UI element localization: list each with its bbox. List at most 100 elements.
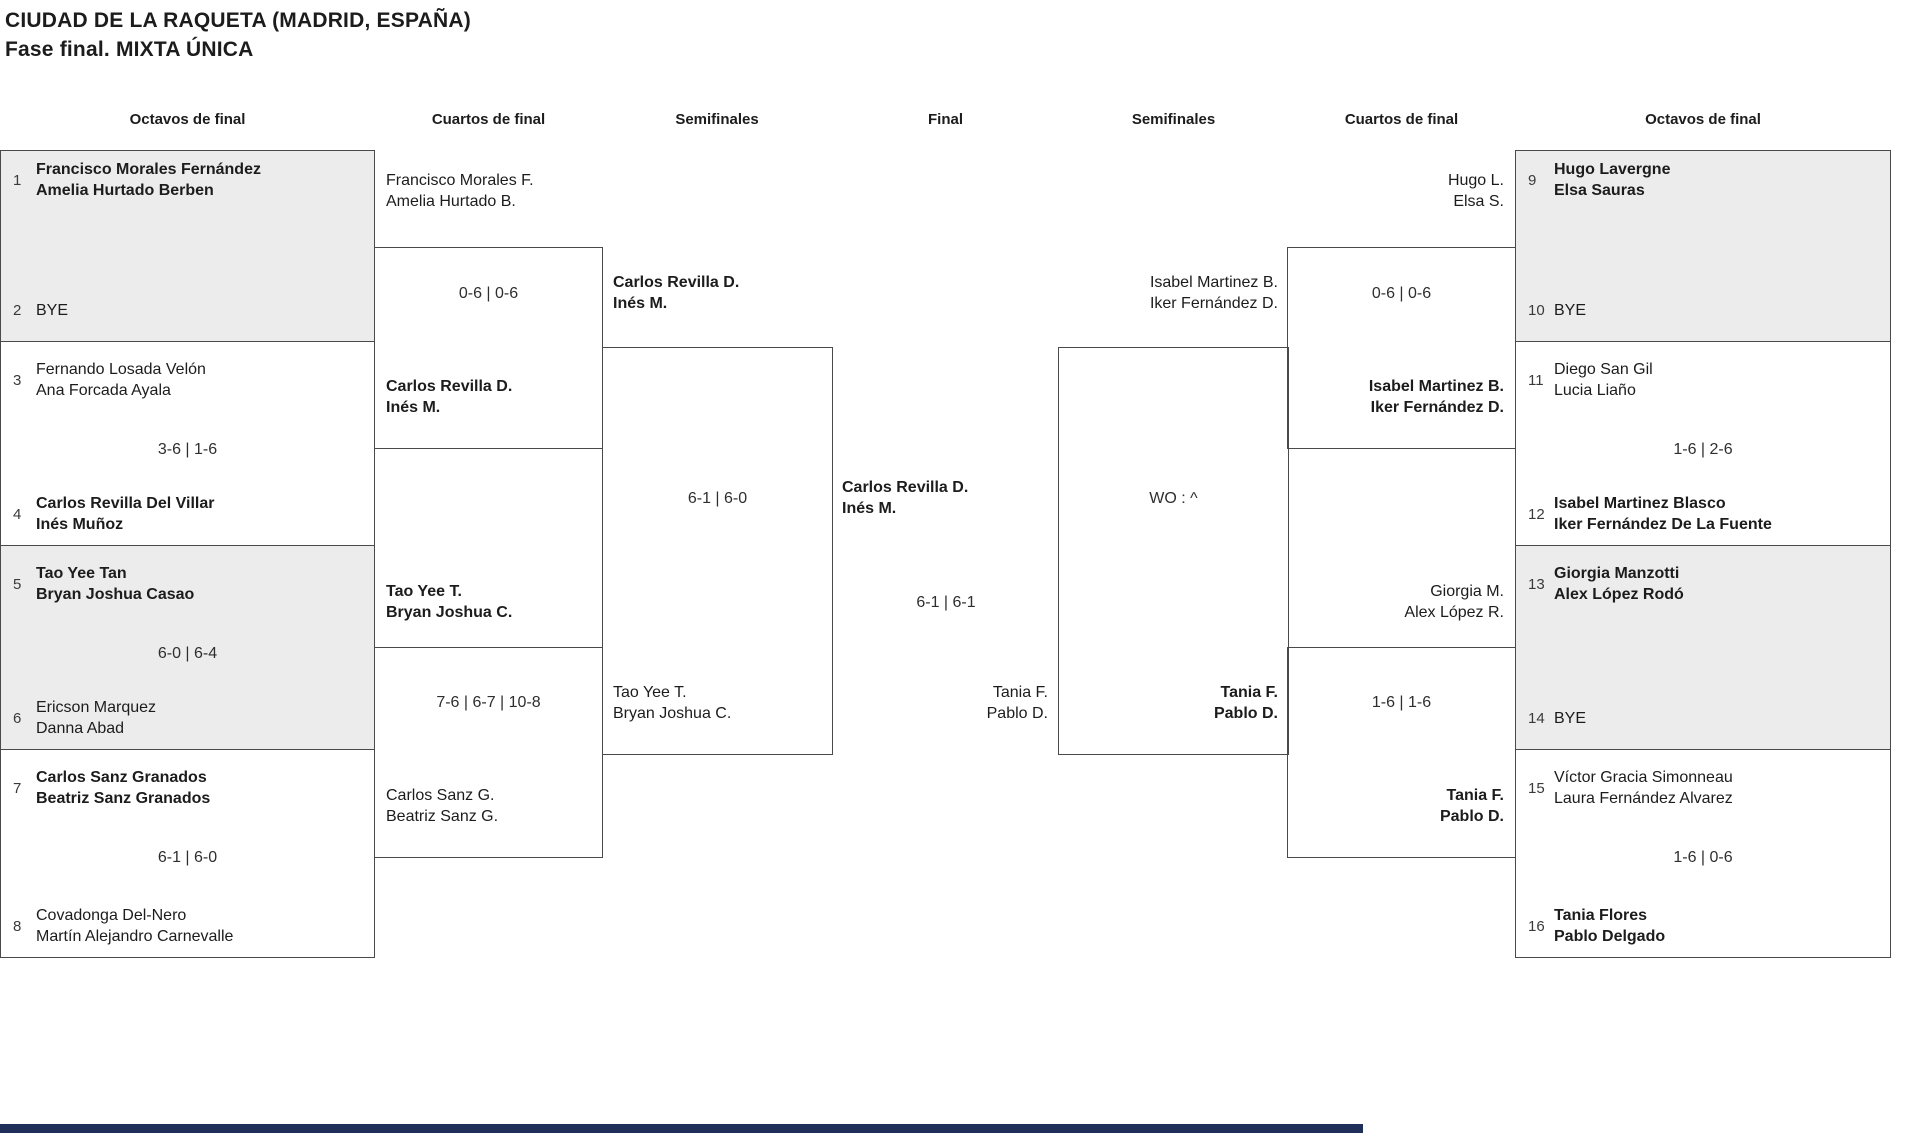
team-name: Danna Abad (36, 720, 125, 737)
team-entry: 5 Tao Yee Tan Bryan Joshua Casao (1, 563, 374, 605)
round-header-octavos-right: Octavos de final (1645, 111, 1761, 128)
team-name: Pablo D. (986, 705, 1048, 722)
team-entry-bye: 2 BYE (1, 300, 374, 321)
team-name: Inés M. (613, 295, 668, 312)
team-seed: 9 (1528, 171, 1537, 189)
team-entry-bye: 14 BYE (1516, 708, 1890, 729)
team-name: Giorgia Manzotti (1554, 565, 1680, 582)
team-entry: 8 Covadonga Del-Nero Martín Alejandro Ca… (1, 905, 374, 947)
team-name: Carlos Revilla D. (386, 378, 513, 395)
team-names: Giorgia Manzotti Alex López Rodó (1554, 563, 1684, 605)
bye-label: BYE (36, 302, 69, 319)
team-entry: 6 Ericson Marquez Danna Abad (1, 697, 374, 739)
team-entry: 3 Fernando Losada Velón Ana Forcada Ayal… (1, 359, 374, 401)
team-seed: 8 (13, 917, 22, 935)
match-score: 3-6 | 1-6 (157, 441, 218, 458)
team-name: Tania F. (1220, 684, 1279, 701)
team-seed: 11 (1528, 371, 1544, 389)
team-name: Martín Alejandro Carnevalle (36, 928, 234, 945)
team-name: Isabel Martinez Blasco (1554, 495, 1726, 512)
team-name: Iker Fernández D. (1370, 399, 1504, 416)
connector-box-sf-right (1058, 347, 1289, 755)
team-names: BYE (1554, 708, 1586, 729)
team-entry: 13 Giorgia Manzotti Alex López Rodó (1516, 563, 1890, 605)
final-winner: Carlos Revilla D. Inés M. (842, 477, 968, 519)
team-seed: 5 (13, 575, 22, 593)
match-box-r16-4: 7 Carlos Sanz Granados Beatriz Sanz Gran… (0, 749, 375, 958)
team-name: Fernando Losada Velón (36, 361, 206, 378)
team-name: Ana Forcada Ayala (36, 382, 171, 399)
team-name: Elsa S. (1453, 193, 1504, 210)
match-score: 6-0 | 6-4 (157, 645, 218, 662)
team-seed: 3 (13, 371, 22, 389)
qf-right-bottom-entrant: Giorgia M. Alex López R. (1404, 581, 1504, 623)
team-names: BYE (1554, 300, 1586, 321)
team-names: Diego San Gil Lucia Liaño (1554, 359, 1653, 401)
team-names: Carlos Sanz Granados Beatriz Sanz Granad… (36, 767, 210, 809)
team-name: Pablo Delgado (1554, 928, 1666, 945)
footer-bar (0, 1124, 1363, 1133)
match-box-r16-6: 11 Diego San Gil Lucia Liaño 1-6 | 2-6 1… (1515, 341, 1891, 546)
connector-box-sf-left (602, 347, 833, 755)
round-header-cuartos-right: Cuartos de final (1344, 111, 1459, 128)
team-seed: 6 (13, 709, 22, 727)
match-score: 6-1 | 6-0 (157, 849, 218, 866)
team-seed: 16 (1528, 917, 1545, 935)
team-name: Hugo Lavergne (1554, 161, 1671, 178)
team-name: Alex López Rodó (1554, 586, 1684, 603)
sf-left-bottom-entrant: Tao Yee T. Bryan Joshua C. (613, 682, 731, 724)
match-box-r16-5: 9 Hugo Lavergne Elsa Sauras 10 BYE (1515, 150, 1891, 342)
team-names: Isabel Martinez Blasco Iker Fernández De… (1554, 493, 1772, 535)
team-names: Ericson Marquez Danna Abad (36, 697, 156, 739)
team-seed: 15 (1528, 779, 1545, 797)
tournament-title: CIUDAD DE LA RAQUETA (MADRID, ESPAÑA) (5, 9, 471, 32)
team-name: Ericson Marquez (36, 699, 157, 716)
sf-right-top-entrant: Isabel Martinez B. Iker Fernández D. (1150, 272, 1278, 314)
team-names: Fernando Losada Velón Ana Forcada Ayala (36, 359, 206, 401)
team-entry: 9 Hugo Lavergne Elsa Sauras (1516, 159, 1890, 201)
team-name: Carlos Revilla D. (613, 274, 740, 291)
connector-box-qf-right-top (1287, 247, 1516, 449)
team-names: Carlos Revilla Del Villar Inés Muñoz (36, 493, 214, 535)
team-name: Inés Muñoz (36, 516, 124, 533)
team-name: Iker Fernández D. (1149, 295, 1278, 312)
team-name: Carlos Revilla D. (842, 479, 969, 496)
team-name: Hugo L. (1447, 172, 1504, 189)
team-names: BYE (36, 300, 68, 321)
round-header-semis-right: Semifinales (1131, 111, 1216, 128)
team-entry: 16 Tania Flores Pablo Delgado (1516, 905, 1890, 947)
team-name: Carlos Sanz G. (386, 787, 495, 804)
qf-left-bottom-loser: Carlos Sanz G. Beatriz Sanz G. (386, 785, 498, 827)
sf-right-bottom-entrant: Tania F. Pablo D. (1214, 682, 1278, 724)
team-name: Tania F. (992, 684, 1048, 701)
team-name: Francisco Morales Fernández (36, 161, 261, 178)
team-entry: 15 Víctor Gracia Simonneau Laura Fernánd… (1516, 767, 1890, 809)
match-score: 1-6 | 2-6 (1673, 441, 1733, 458)
qf-right-top-entrant: Hugo L. Elsa S. (1448, 170, 1504, 212)
team-name: Pablo D. (1213, 705, 1278, 722)
team-name: Covadonga Del-Nero (36, 907, 187, 924)
team-names: Hugo Lavergne Elsa Sauras (1554, 159, 1670, 201)
team-names: Tao Yee Tan Bryan Joshua Casao (36, 563, 194, 605)
team-name: Pablo D. (1439, 808, 1504, 825)
team-name: Tao Yee T. (613, 684, 687, 701)
match-score: 1-6 | 0-6 (1673, 849, 1733, 866)
qf-right-top-score: 0-6 | 0-6 (1371, 285, 1432, 302)
team-name: Alex López R. (1404, 604, 1504, 621)
team-name: Laura Fernández Alvarez (1554, 790, 1733, 807)
sf-right-score: WO : ^ (1149, 490, 1198, 507)
match-box-r16-1: 1 Francisco Morales Fernández Amelia Hur… (0, 150, 375, 342)
team-name: Isabel Martinez B. (1368, 378, 1504, 395)
match-box-r16-2: 3 Fernando Losada Velón Ana Forcada Ayal… (0, 341, 375, 546)
team-name: Tao Yee T. (386, 583, 462, 600)
team-seed: 14 (1528, 710, 1545, 727)
team-name: Beatriz Sanz Granados (36, 790, 211, 807)
team-names: Tania Flores Pablo Delgado (1554, 905, 1665, 947)
qf-left-top-winner: Carlos Revilla D. Inés M. (386, 376, 512, 418)
bye-label: BYE (1554, 710, 1587, 727)
team-name: Inés M. (842, 500, 897, 517)
team-name: Lucia Liaño (1554, 382, 1636, 399)
connector-box-qf-left-top (374, 247, 603, 449)
team-names: Víctor Gracia Simonneau Laura Fernández … (1554, 767, 1733, 809)
